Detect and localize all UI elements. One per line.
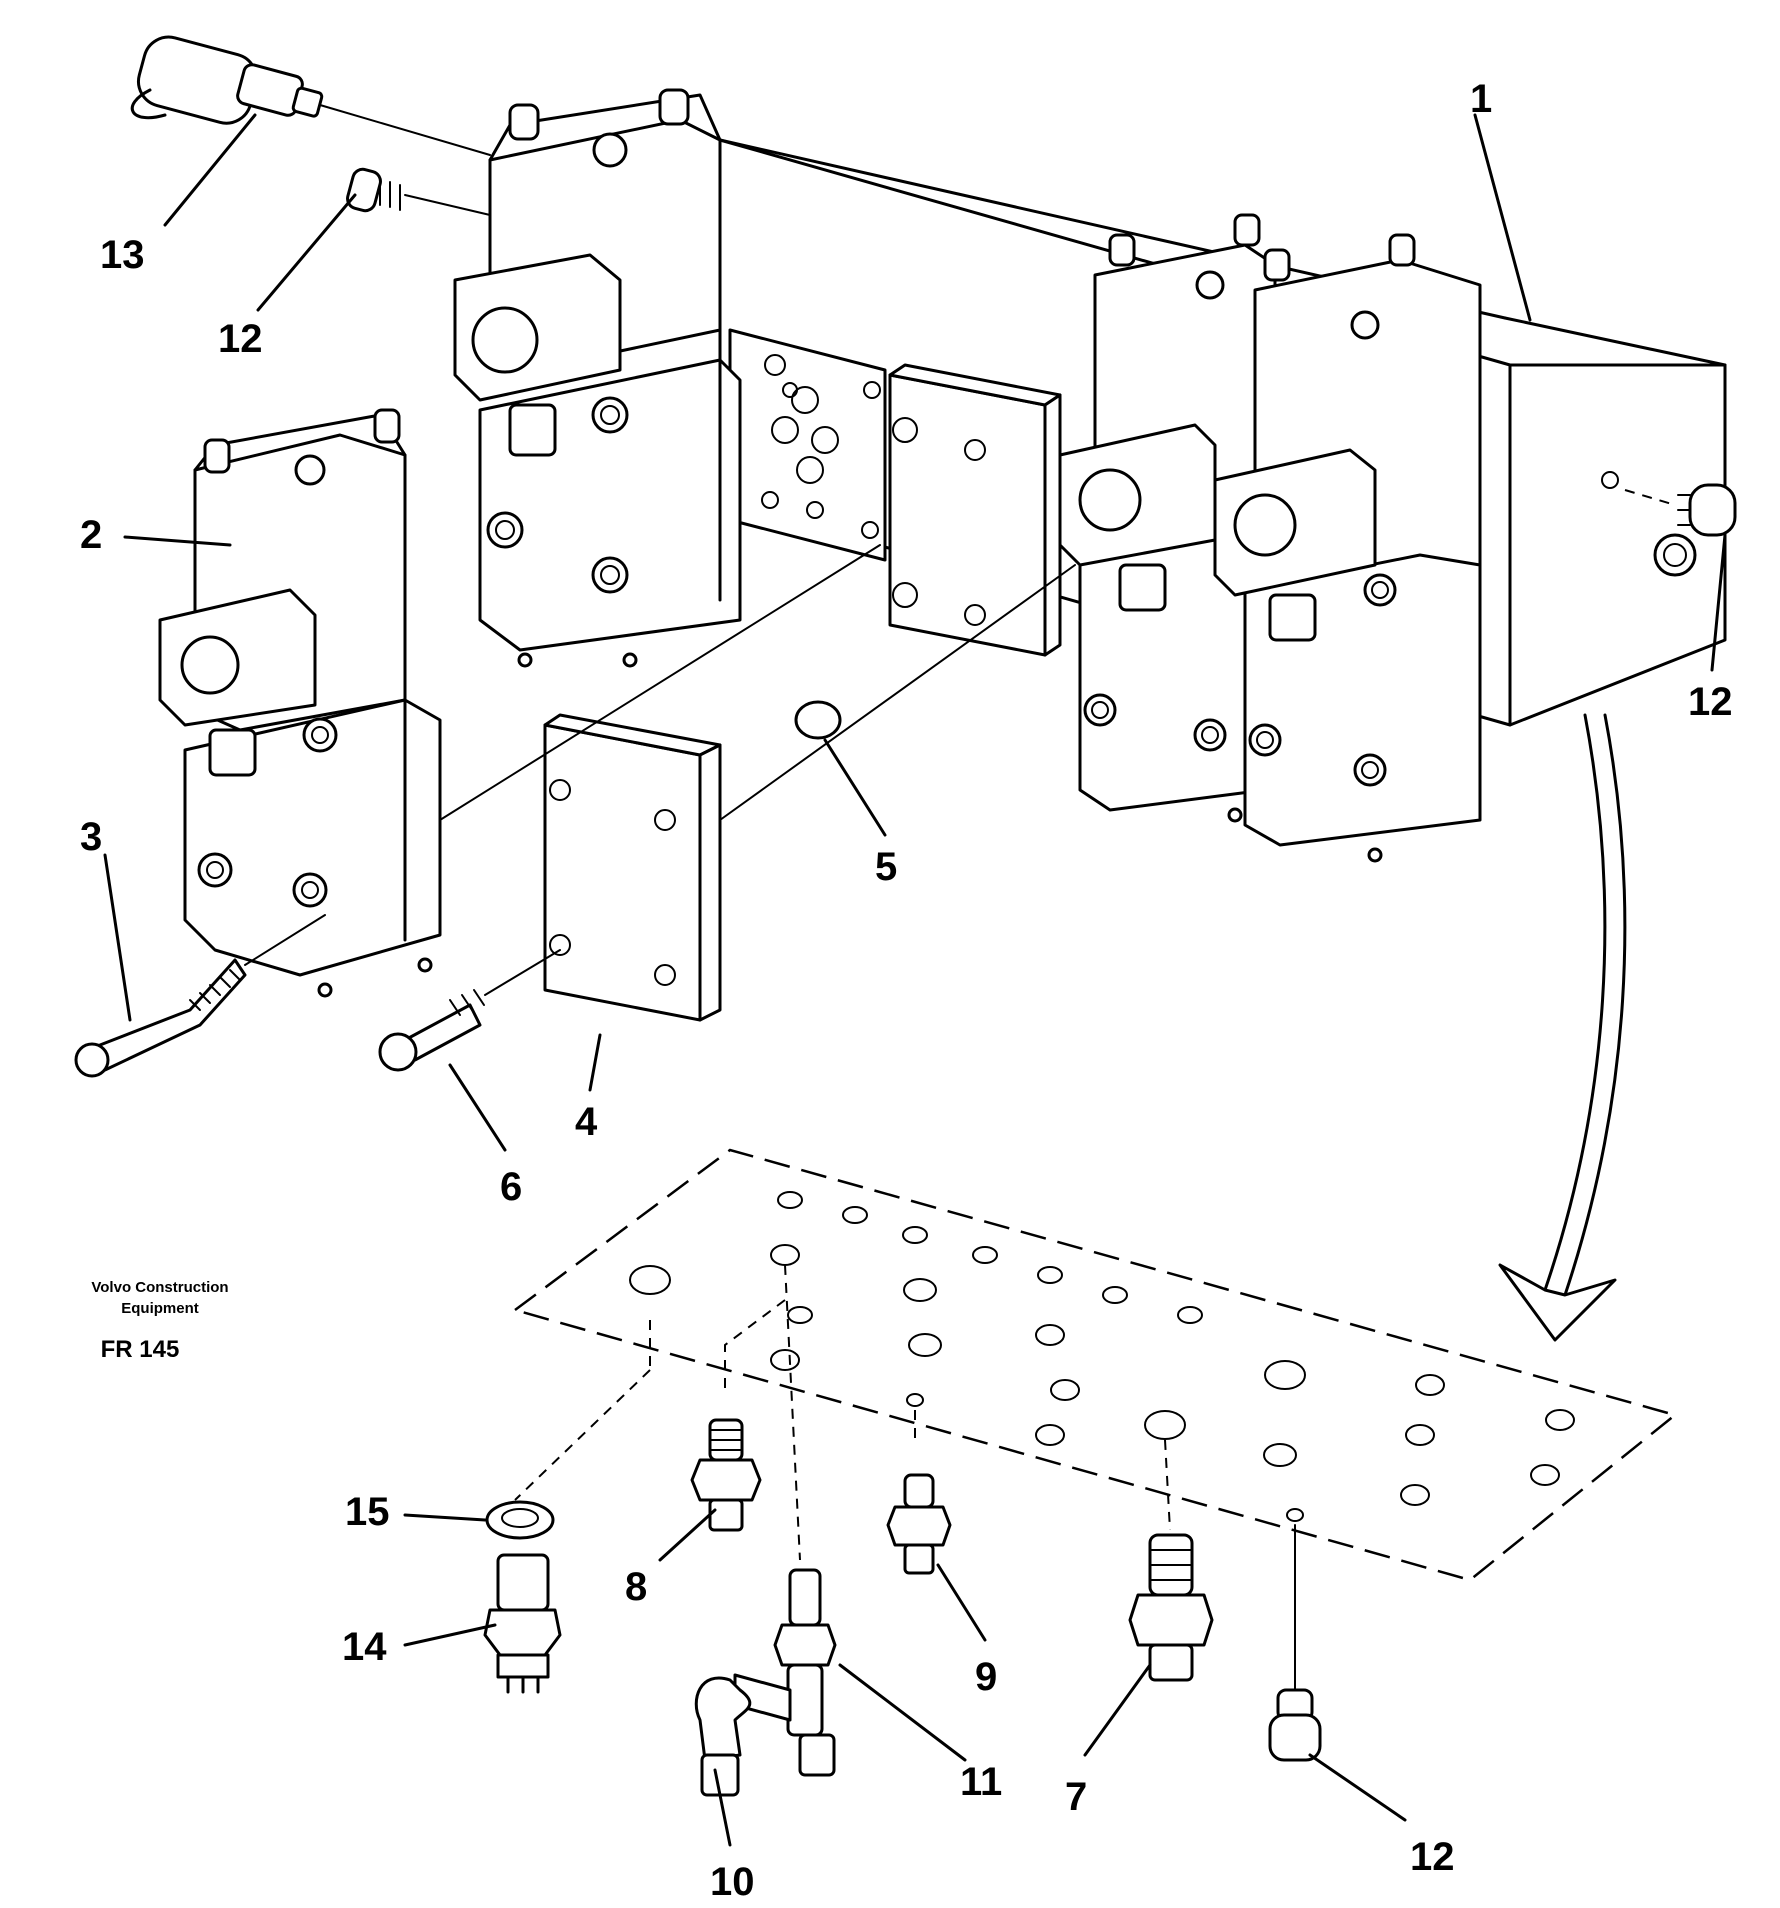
plug-12-lower: [1268, 1688, 1322, 1762]
callout-8: 8: [625, 1565, 647, 1609]
figure-code: FR 145: [101, 1336, 180, 1363]
callout-12c: 12: [1410, 1835, 1455, 1879]
port-holes: [629, 1191, 1575, 1522]
washer-15: [485, 1500, 555, 1540]
nipple-8: [690, 1418, 762, 1532]
solenoid-valve-right-1: [1058, 213, 1277, 812]
callout-15: 15: [345, 1490, 390, 1534]
publisher-line-1: Volvo Construction: [91, 1279, 228, 1296]
bolt-3: [74, 914, 326, 1078]
callout-1: 1: [1470, 77, 1492, 121]
callout-9: 9: [975, 1655, 997, 1699]
block-underside-outline: [512, 1148, 1678, 1691]
plug-12-right: [1624, 483, 1737, 537]
callout-12b: 12: [1688, 680, 1733, 724]
callout-11: 11: [960, 1760, 1002, 1804]
solenoid-valve-right-2: [1213, 233, 1482, 863]
mounted-cover-plate: [888, 363, 1062, 657]
callout-6: 6: [500, 1165, 522, 1209]
callout-4: 4: [575, 1100, 598, 1144]
cover-plate-4: [439, 544, 1076, 1022]
nipple-7: [1128, 1533, 1214, 1682]
bolt-6: [378, 949, 561, 1072]
o-ring-5: [794, 700, 842, 740]
solenoid-valve-upper: [453, 88, 742, 668]
tee-fitting-11: [733, 1568, 837, 1777]
callout-2: 2: [80, 513, 102, 557]
pressure-switch-14: [483, 1553, 562, 1694]
plug-12-upper: [346, 167, 491, 216]
callout-7: 7: [1065, 1775, 1087, 1819]
solenoid-valve-2: [158, 408, 442, 998]
leader-lines: [103, 113, 1727, 1847]
callout-10: 10: [710, 1860, 755, 1904]
nipple-9: [886, 1473, 952, 1575]
elbow-10: [694, 1676, 752, 1797]
publisher-line-2: Equipment: [121, 1300, 199, 1317]
callout-14: 14: [342, 1625, 387, 1669]
callout-labels: 1 2 3 4 5 6 7 8 9 10 11 12 12 12 13 14 1…: [80, 77, 1733, 1904]
view-arrow: [1498, 713, 1627, 1342]
callout-12a: 12: [218, 317, 263, 361]
publisher-block: Volvo Construction Equipment FR 145: [91, 1279, 228, 1363]
test-connection-13: [130, 35, 491, 156]
callout-13: 13: [100, 233, 145, 277]
callout-3: 3: [80, 815, 102, 859]
callout-5: 5: [875, 845, 897, 889]
